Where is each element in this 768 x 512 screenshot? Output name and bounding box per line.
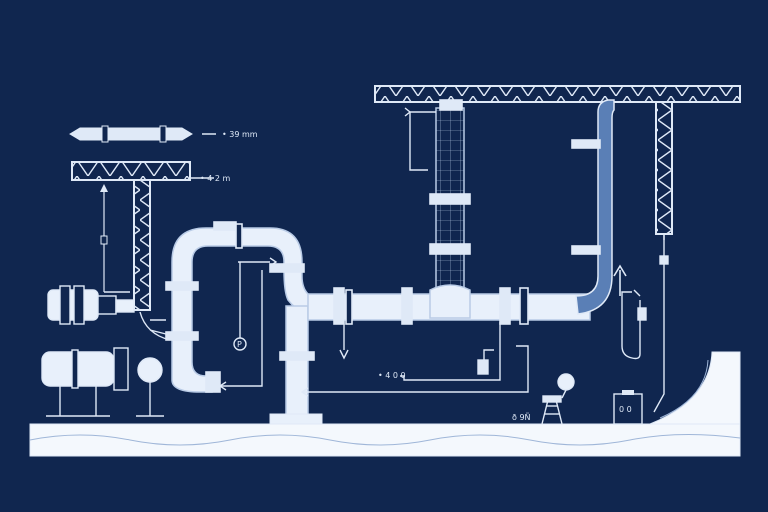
dimension-arrow [100,184,108,292]
control-panel: 0 0 [613,390,643,425]
pipe-support-base [269,413,323,425]
mid-dimension-label: • 4 2 m [200,174,231,183]
pressure-gauge-small: P [233,337,247,351]
pump-motor-lower [41,347,129,417]
valve-flange-set [165,99,601,393]
panel-label: 0 0 [619,405,632,414]
hanger-rod [659,234,669,265]
pressure-gauge-right [557,373,575,399]
pump-motor-upper [47,285,135,325]
arrow-up-icon [613,264,627,296]
vertical-truss-right [655,101,673,235]
pressure-gauge-large [136,357,164,417]
instrument-line [104,107,665,413]
truss-girder-top [374,85,741,103]
truss-girder-left [71,161,191,181]
gauge-mark: P [237,340,242,349]
ground-label: ð 9Ñ [512,412,531,422]
main-pipeline [171,99,615,419]
vertical-truss-left [133,179,151,311]
top-dimension-label: • 39 mm [222,130,258,139]
flow-label: • 4 0 0 [378,371,406,380]
horizontal-rod [69,125,216,143]
ladder [541,395,563,425]
ground-slab [29,351,741,457]
